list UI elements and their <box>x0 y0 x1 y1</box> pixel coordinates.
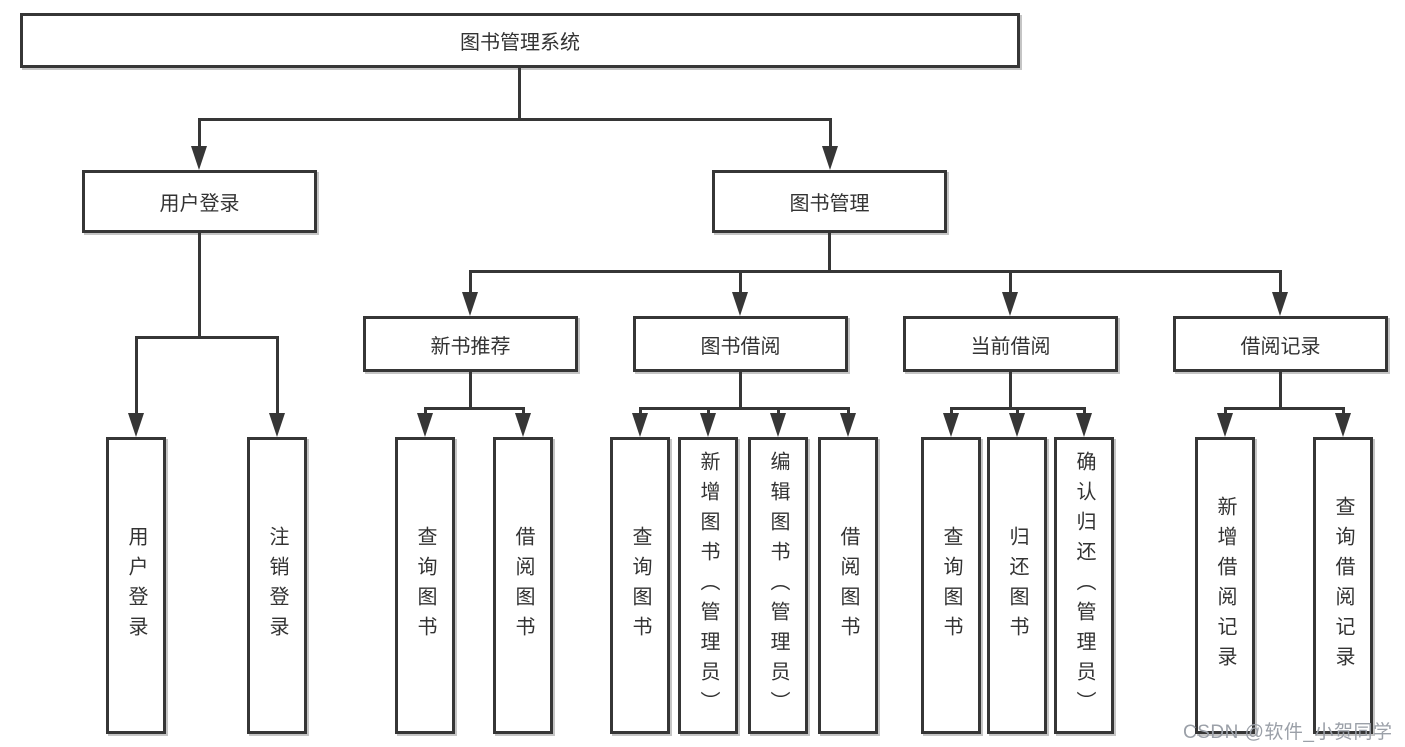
connector-root-stem <box>518 68 521 118</box>
connector-leaf-stem <box>424 407 427 415</box>
arrowhead-leaf <box>1335 413 1351 437</box>
connector-leaf-stem <box>276 336 279 415</box>
node-label: 查询图书 <box>414 525 436 646</box>
leaf-confirm-return-admin: 确认归还（管理员） <box>1054 437 1114 734</box>
connector-leaf-stem <box>1224 407 1227 415</box>
connector-book-mgmt-branch <box>469 270 1282 273</box>
connector-user-login-stem <box>198 118 201 148</box>
node-label: 用户登录 <box>125 525 147 646</box>
arrowhead-leaf <box>1009 413 1025 437</box>
connector-leaf-stem <box>639 407 642 415</box>
node-label: 新增图书（管理员） <box>697 450 719 721</box>
leaf-add-books-admin: 新增图书（管理员） <box>678 437 738 734</box>
leaf-query-books-recommend: 查询图书 <box>395 437 455 734</box>
arrowhead-leaf <box>1076 413 1092 437</box>
node-label: 图书管理系统 <box>460 32 580 54</box>
node-label: 用户登录 <box>159 193 240 215</box>
arrowhead-book-mgmt <box>822 146 838 170</box>
node-label: 归还图书 <box>1006 525 1028 646</box>
node-borrowing-records: 借阅记录 <box>1173 316 1388 372</box>
leaf-borrow-books: 借阅图书 <box>818 437 878 734</box>
connector-level3-stem <box>469 270 472 294</box>
arrowhead-book-borrow <box>732 292 748 316</box>
connector-level3-stem <box>1009 270 1012 294</box>
arrowhead-leaf <box>700 413 716 437</box>
connector-leaf-stem <box>522 407 525 415</box>
connector-book-mgmt-down <box>828 233 831 270</box>
node-library-management-system: 图书管理系统 <box>20 13 1020 68</box>
node-label: 编辑图书（管理员） <box>767 450 789 721</box>
node-label: 图书借阅 <box>700 335 781 358</box>
arrowhead-leaf <box>770 413 786 437</box>
node-label: 借阅记录 <box>1240 335 1321 358</box>
connector-leaf-stem <box>707 407 710 415</box>
connector-root-branch <box>198 118 832 121</box>
connector-leaf-stem <box>135 336 138 415</box>
leaf-add-borrow-record: 新增借阅记录 <box>1195 437 1255 734</box>
leaf-return-books: 归还图书 <box>987 437 1047 734</box>
connector-current-down <box>1009 372 1012 407</box>
leaf-borrow-books-recommend: 借阅图书 <box>493 437 553 734</box>
arrowhead-borrow-records <box>1272 292 1288 316</box>
node-label: 图书管理 <box>789 193 870 215</box>
node-label: 注销登录 <box>266 525 288 646</box>
connector-level3-stem <box>739 270 742 294</box>
node-label: 借阅图书 <box>837 525 859 646</box>
node-label: 查询图书 <box>629 525 651 646</box>
connector-level3-stem <box>1279 270 1282 294</box>
node-user-login: 用户登录 <box>82 170 317 233</box>
node-label: 新书推荐 <box>430 335 511 358</box>
arrowhead-leaf <box>515 413 531 437</box>
connector-leaf-stem <box>950 407 953 415</box>
node-label: 借阅图书 <box>512 525 534 646</box>
leaf-query-books-current: 查询图书 <box>921 437 981 734</box>
connector-leaf-stem <box>847 407 850 415</box>
node-current-borrowing: 当前借阅 <box>903 316 1118 372</box>
leaf-user-login: 用户登录 <box>106 437 166 734</box>
connector-leaf-stem <box>1016 407 1019 415</box>
arrowhead-leaf <box>417 413 433 437</box>
connector-borrowing-branch <box>639 407 850 410</box>
node-book-management: 图书管理 <box>712 170 947 233</box>
connector-user-login-down <box>198 233 201 336</box>
node-label: 新增借阅记录 <box>1214 495 1236 676</box>
arrowhead-leaf <box>632 413 648 437</box>
connector-leaf-stem <box>777 407 780 415</box>
leaf-query-borrow-record: 查询借阅记录 <box>1313 437 1373 734</box>
node-label: 确认归还（管理员） <box>1073 450 1095 721</box>
arrowhead-leaf <box>943 413 959 437</box>
arrowhead-leaf <box>128 413 144 437</box>
connector-leaf-stem <box>1342 407 1345 415</box>
node-label: 当前借阅 <box>970 335 1051 358</box>
arrowhead-leaf <box>1217 413 1233 437</box>
node-label: 查询借阅记录 <box>1332 495 1354 676</box>
leaf-edit-books-admin: 编辑图书（管理员） <box>748 437 808 734</box>
arrowhead-leaf <box>840 413 856 437</box>
connector-recommend-branch <box>424 407 525 410</box>
connector-records-down <box>1279 372 1282 407</box>
arrowhead-new-book <box>462 292 478 316</box>
connector-borrowing-down <box>739 372 742 407</box>
connector-recommend-down <box>469 372 472 407</box>
node-label: 查询图书 <box>940 525 962 646</box>
node-book-borrowing: 图书借阅 <box>633 316 848 372</box>
arrowhead-leaf <box>269 413 285 437</box>
watermark: CSDN @软件_小贺同学 <box>1183 722 1393 743</box>
connector-user-login-branch <box>135 336 279 339</box>
leaf-logout: 注销登录 <box>247 437 307 734</box>
arrowhead-user-login <box>191 146 207 170</box>
node-new-book-recommend: 新书推荐 <box>363 316 578 372</box>
connector-book-mgmt-stem <box>829 118 832 148</box>
connector-leaf-stem <box>1083 407 1086 415</box>
connector-records-branch <box>1224 407 1345 410</box>
leaf-query-books-borrowing: 查询图书 <box>610 437 670 734</box>
arrowhead-current-borrow <box>1002 292 1018 316</box>
